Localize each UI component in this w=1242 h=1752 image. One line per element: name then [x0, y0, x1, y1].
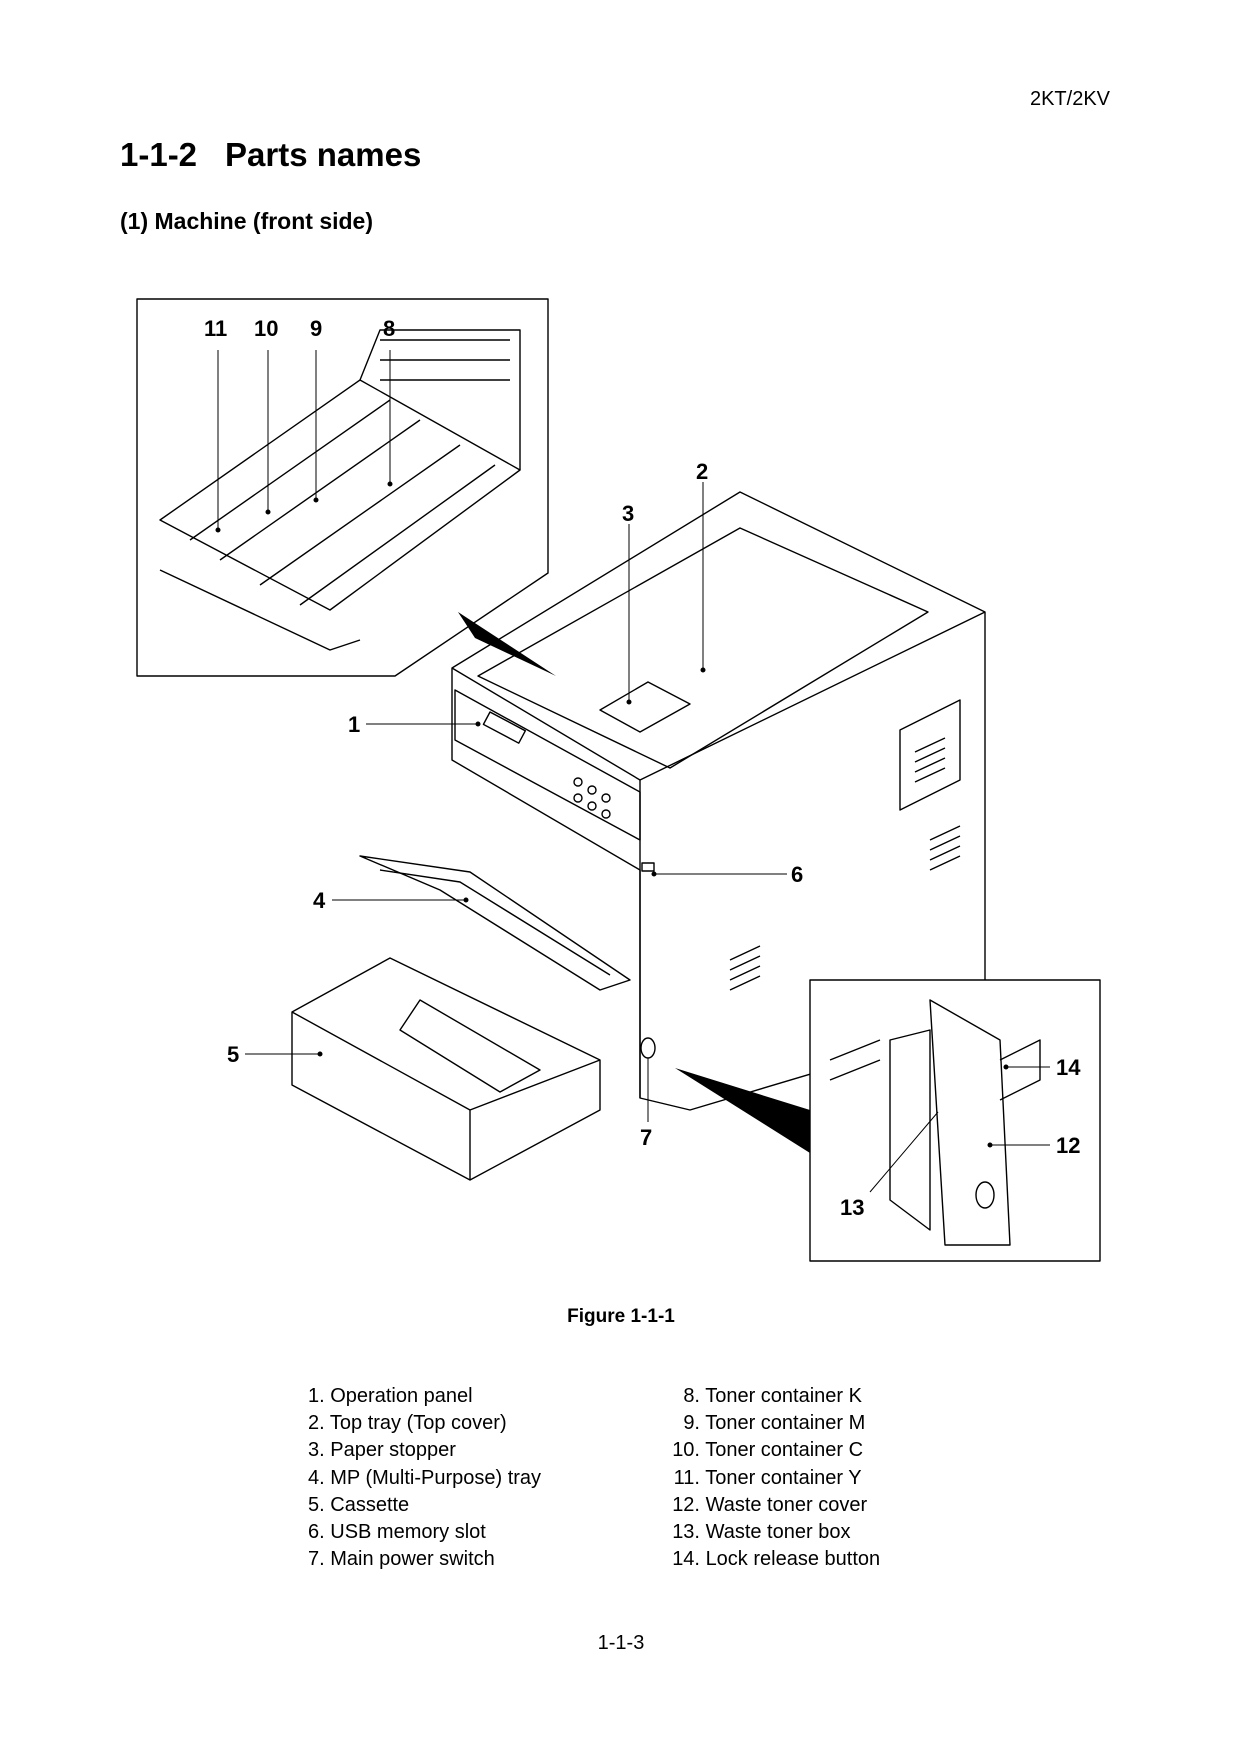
list-item: 14. Lock release button [672, 1548, 881, 1571]
callout-10: 10 [254, 316, 278, 341]
list-item: 6. USB memory slot [308, 1521, 486, 1544]
list-item: 12. Waste toner cover [672, 1493, 868, 1516]
page-number: 1-1-3 [597, 1632, 645, 1654]
callout-12: 12 [1056, 1133, 1080, 1158]
model-code: 2KT/2KV [1029, 88, 1110, 110]
list-item: 9. Toner container M [683, 1412, 866, 1435]
callout-8: 8 [383, 316, 395, 341]
callout-7: 7 [640, 1125, 652, 1150]
list-item: 4. MP (Multi-Purpose) tray [308, 1466, 542, 1489]
list-item: 8. Toner container K [683, 1385, 862, 1407]
parts-list-left: 1. Operation panel 2. Top tray (Top cove… [308, 1383, 541, 1573]
callout-9: 9 [310, 316, 322, 341]
callout-11: 11 [204, 316, 227, 341]
list-item: 5. Cassette [308, 1493, 410, 1516]
list-item: 13. Waste toner box [672, 1521, 851, 1544]
callout-3: 3 [622, 501, 634, 526]
section-title: 1-1-2 Parts names [120, 136, 421, 174]
toner-containers-inset [136, 298, 549, 677]
callout-5: 5 [227, 1042, 239, 1067]
waste-toner-inset [809, 979, 1101, 1262]
callout-4: 4 [313, 888, 326, 913]
printer-illustration [291, 491, 986, 1181]
printer-parts-figure: 1 2 3 4 5 6 7 8 9 10 11 12 13 14 [136, 298, 1101, 1262]
callout-6: 6 [791, 862, 803, 887]
callout-14: 14 [1056, 1055, 1081, 1080]
list-item: 11. Toner container Y [673, 1466, 862, 1489]
list-item: 1. Operation panel [308, 1385, 473, 1407]
callout-13: 13 [840, 1195, 864, 1220]
callout-1: 1 [348, 712, 360, 737]
section-title-text: Parts names [225, 136, 422, 173]
list-item: 7. Main power switch [308, 1548, 495, 1571]
leader-lines [215, 350, 1050, 1193]
list-item: 3. Paper stopper [308, 1439, 456, 1462]
subsection-title: (1) Machine (front side) [120, 208, 374, 234]
figure-caption: Figure 1-1-1 [567, 1306, 675, 1327]
list-item: 2. Top tray (Top cover) [308, 1412, 507, 1435]
section-number: 1-1-2 [120, 136, 198, 173]
parts-list-right: 8. Toner container K 9. Toner container … [666, 1383, 880, 1573]
callout-2: 2 [696, 459, 708, 484]
list-item: 10. Toner container C [672, 1439, 864, 1462]
figure-callouts: 1 2 3 4 5 6 7 8 9 10 11 12 13 14 [204, 316, 1081, 1220]
